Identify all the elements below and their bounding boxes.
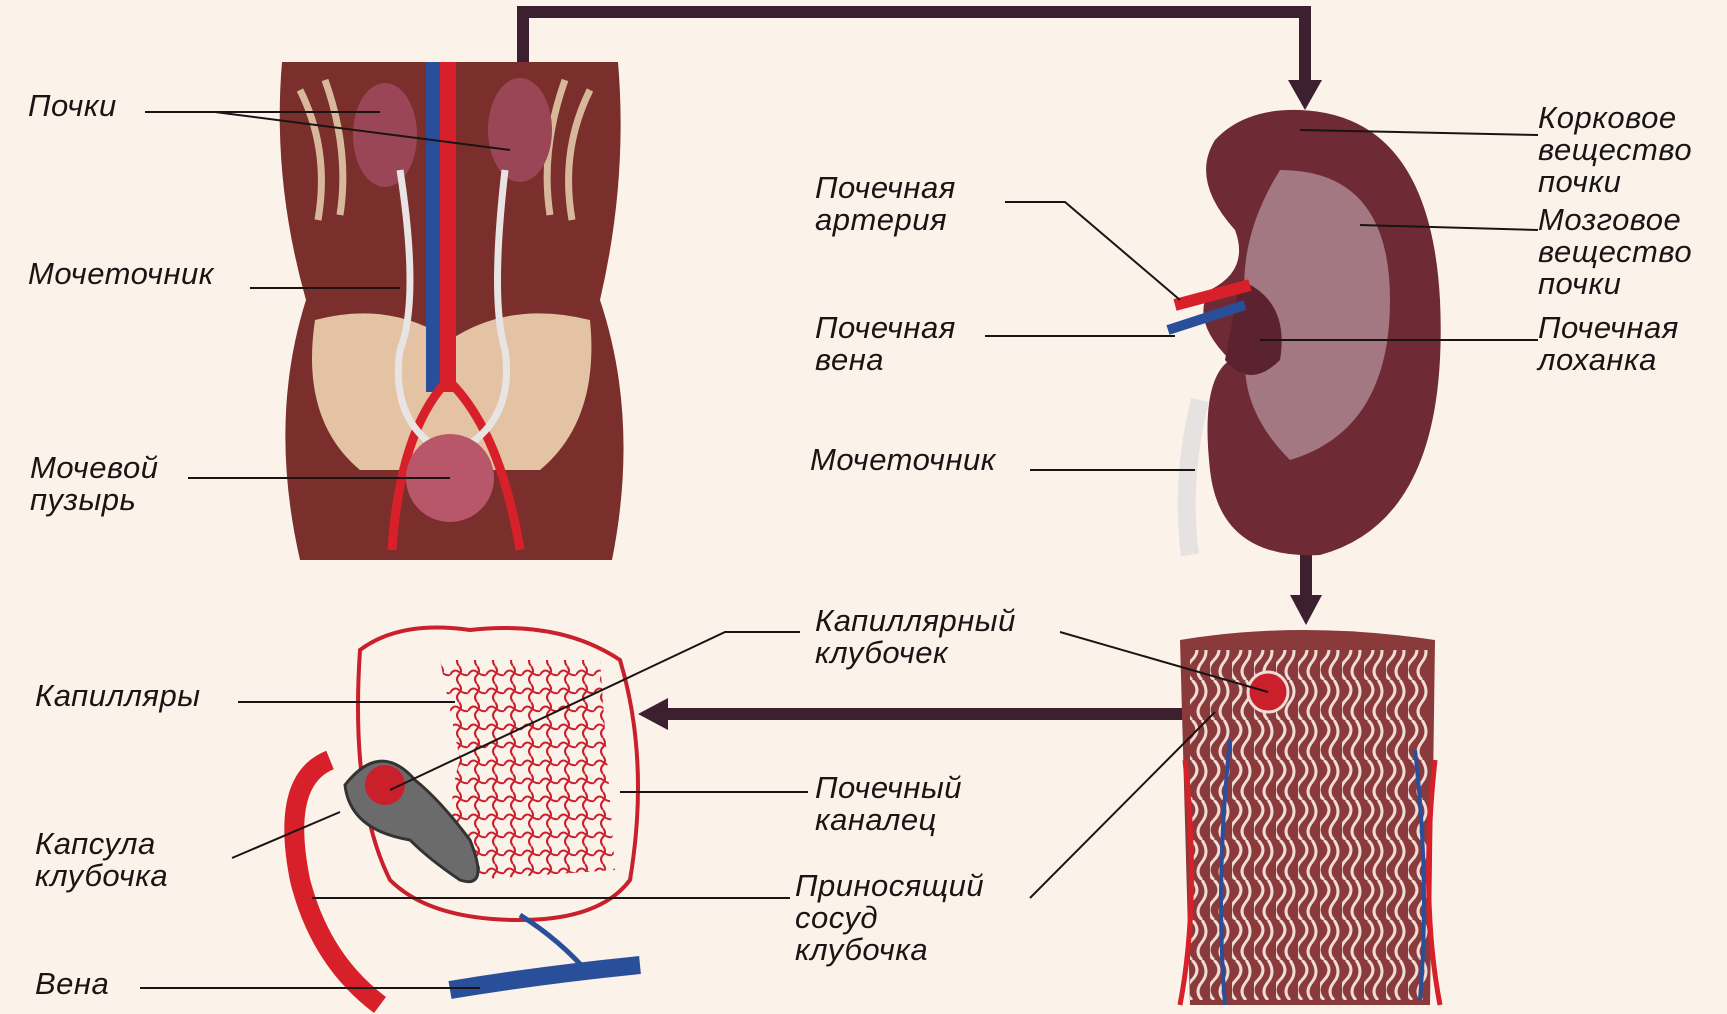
vena-cava <box>426 62 440 392</box>
arrow-body-to-kidney <box>523 12 1305 95</box>
label-ureter-kidney: Мочеточник <box>810 444 996 476</box>
right-kidney <box>488 78 552 182</box>
arrow-head-left <box>638 698 668 730</box>
kidney-section <box>1168 110 1441 555</box>
aorta <box>440 62 456 392</box>
left-kidney <box>353 83 417 187</box>
torso-illustration <box>280 62 624 560</box>
label-capillaries: Капилляры <box>35 680 201 712</box>
arrow-head-down-2 <box>1290 595 1322 625</box>
leader-artery <box>1005 202 1180 300</box>
nephron-vein <box>450 965 640 990</box>
nephron-illustration <box>294 628 640 1006</box>
arrow-head-down-1 <box>1288 80 1322 110</box>
label-ureter-body: Мочеточник <box>28 258 214 290</box>
ureter-vessel <box>1187 400 1200 555</box>
label-kidneys: Почки <box>28 90 117 122</box>
section-tubules <box>1190 650 1428 1000</box>
tissue-section <box>1180 630 1440 1005</box>
label-vein: Вена <box>35 968 109 1000</box>
